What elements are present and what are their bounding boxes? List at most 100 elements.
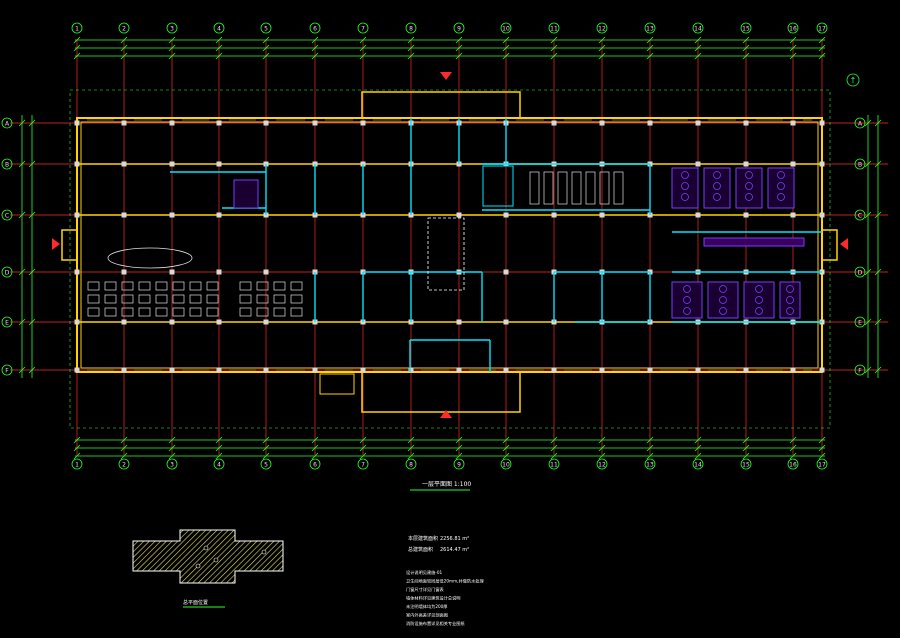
dimension-tick — [28, 119, 36, 127]
dimension-tick — [742, 44, 750, 52]
dining-table — [256, 281, 269, 291]
axis-bubble-label: 16 — [789, 462, 797, 469]
toilet-fixture — [713, 171, 721, 179]
dimension-tick — [874, 366, 882, 374]
axis-bubble — [787, 22, 799, 34]
dimension-tick — [550, 452, 558, 460]
axis-bubble-label: 11 — [550, 26, 558, 33]
toilet-fixture — [777, 171, 785, 179]
structural-column — [74, 367, 80, 373]
atrium-void — [427, 217, 465, 291]
dimension-tick — [407, 52, 415, 60]
dining-table — [189, 294, 202, 304]
dimension-tick — [168, 452, 176, 460]
axis-bubble-label: E — [5, 320, 9, 327]
axis-bubble — [405, 458, 417, 470]
dimension-tick — [598, 452, 606, 460]
dimension-tick — [818, 36, 826, 44]
east-entrance-wall — [821, 229, 838, 261]
dining-table — [189, 307, 202, 317]
dimension-tick — [359, 452, 367, 460]
axis-bubble-label: 9 — [457, 462, 461, 469]
entrance-markers: ↑ — [52, 72, 860, 418]
dimension-tick — [120, 52, 128, 60]
shelf-unit — [571, 171, 582, 205]
dimension-tick — [168, 36, 176, 44]
dimension-tick — [311, 36, 319, 44]
dimension-tick — [874, 318, 882, 326]
structural-column — [599, 212, 605, 218]
axis-bubble — [854, 364, 866, 376]
dimension-tick — [646, 444, 654, 452]
structural-column — [819, 161, 825, 167]
axis-bubble — [854, 158, 866, 170]
axis-bubble — [596, 22, 608, 34]
dimension-tick — [73, 452, 81, 460]
axis-bubble — [1, 158, 13, 170]
structural-column — [121, 367, 127, 373]
structural-column — [743, 161, 749, 167]
axis-bubble-label: C — [5, 213, 9, 220]
axis-bubble-label: A — [858, 121, 863, 128]
dimension-tick — [215, 52, 223, 60]
dimension-tick — [874, 211, 882, 219]
dimension-tick — [168, 436, 176, 444]
dimension-tick — [28, 268, 36, 276]
dimension-tick — [359, 44, 367, 52]
axis-bubble-label: F — [858, 368, 862, 375]
north-entrance-wall — [361, 91, 521, 118]
axis-bubble — [854, 316, 866, 328]
structural-column — [121, 212, 127, 218]
dimension-tick — [646, 44, 654, 52]
dimension-tick — [598, 36, 606, 44]
axis-bubble-label: 2 — [122, 26, 126, 33]
axis-bubble-label: E — [858, 320, 862, 327]
structural-column — [408, 367, 414, 373]
dimension-lines — [18, 36, 882, 460]
dimension-tick — [455, 436, 463, 444]
structural-column — [74, 212, 80, 218]
shelf-unit — [613, 171, 624, 205]
axis-bubble — [854, 117, 866, 129]
stair-core — [482, 165, 514, 207]
north-arrow-label: ↑ — [850, 76, 857, 85]
dining-table — [256, 307, 269, 317]
dimension-tick — [455, 444, 463, 452]
dining-table — [121, 294, 134, 304]
axis-bubble — [213, 458, 225, 470]
structural-column — [551, 367, 557, 373]
toilet-fixture — [755, 285, 763, 293]
dimension-tick — [864, 366, 872, 374]
dimension-tick — [215, 444, 223, 452]
structural-column — [169, 367, 175, 373]
dining-table — [104, 281, 117, 291]
toilet-fixture — [719, 296, 727, 304]
reception-desk — [107, 247, 193, 269]
dimension-tick — [646, 436, 654, 444]
dimension-tick — [818, 452, 826, 460]
dining-table — [155, 294, 168, 304]
dimension-tick — [168, 52, 176, 60]
toilet-stall — [671, 167, 699, 209]
south-entrance-arrow — [440, 410, 452, 418]
washbasin-counter — [703, 237, 805, 247]
dimension-tick — [598, 444, 606, 452]
axis-bubble — [166, 22, 178, 34]
axis-bubble — [692, 458, 704, 470]
axis-bubble-label: 1 — [75, 462, 79, 469]
structural-column — [74, 161, 80, 167]
axis-bubble — [548, 458, 560, 470]
axis-bubble — [453, 22, 465, 34]
dimension-tick — [73, 52, 81, 60]
structural-column — [743, 120, 749, 126]
dining-table — [121, 307, 134, 317]
dimension-tick — [694, 44, 702, 52]
dimension-tick — [407, 452, 415, 460]
structural-column — [743, 212, 749, 218]
dimension-tick — [359, 444, 367, 452]
structural-column — [819, 212, 825, 218]
dimension-tick — [455, 36, 463, 44]
structural-column — [216, 120, 222, 126]
axis-bubble — [816, 458, 828, 470]
structural-column — [312, 367, 318, 373]
